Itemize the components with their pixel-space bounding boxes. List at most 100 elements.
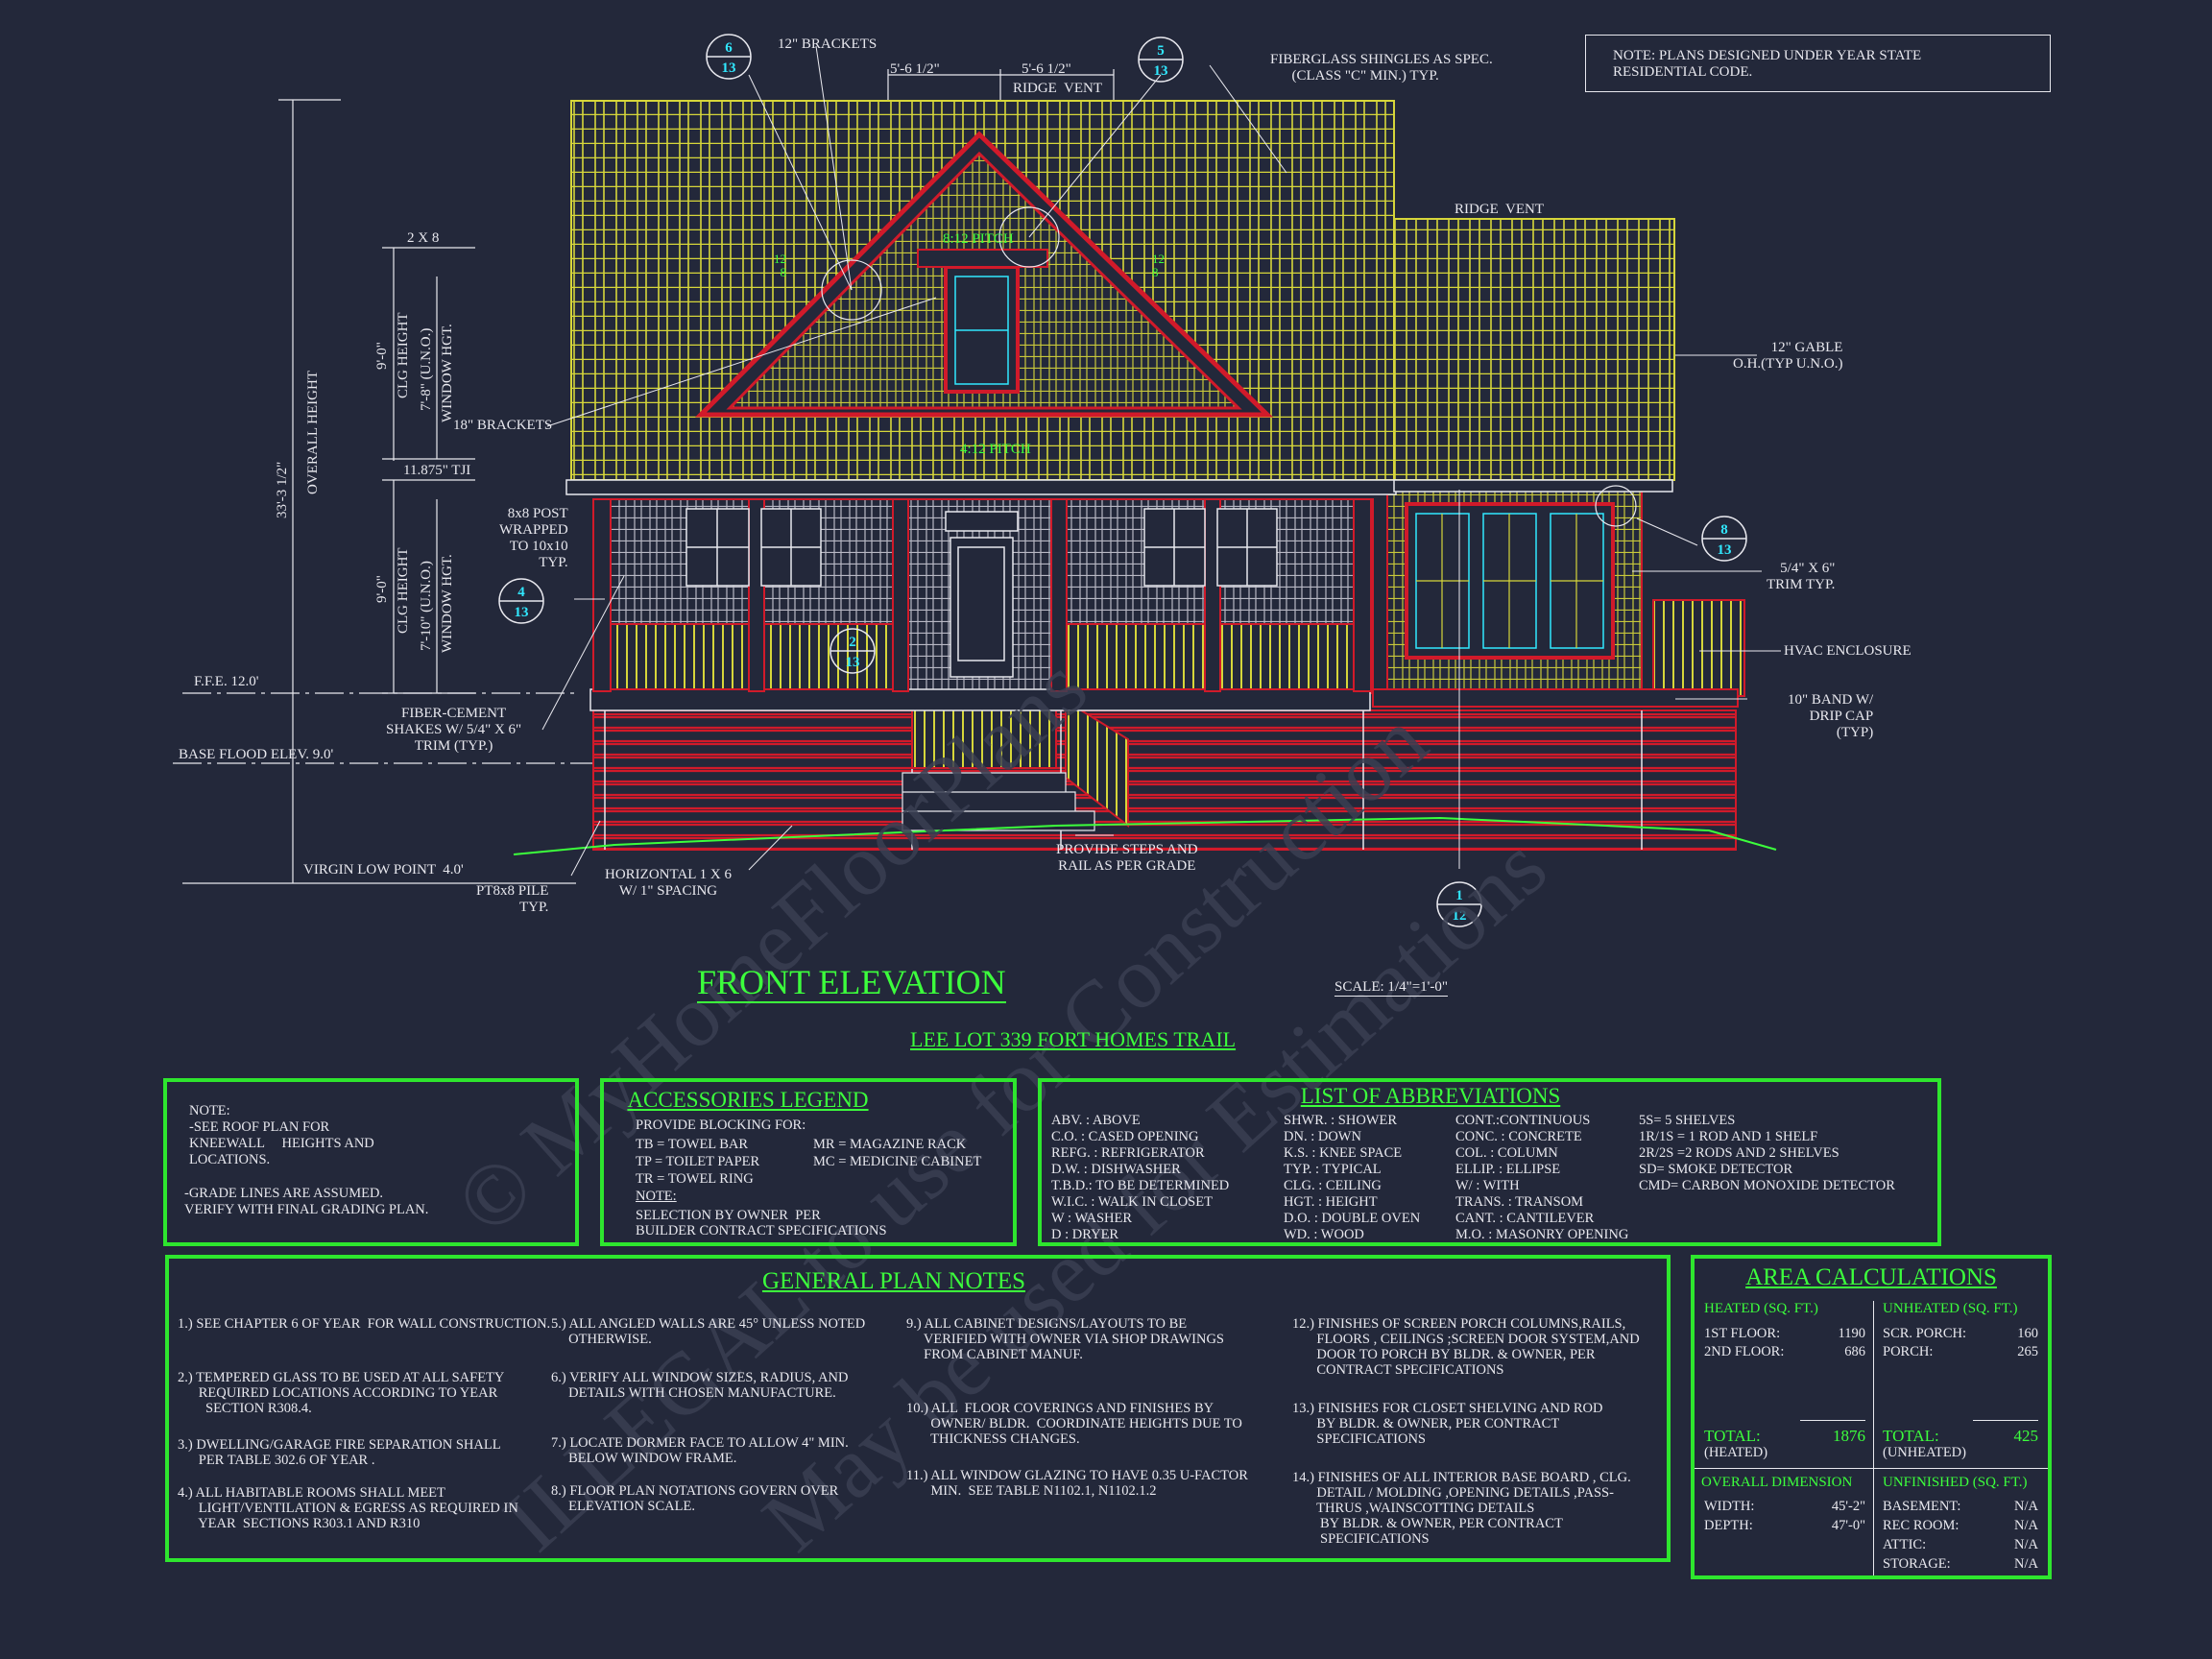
- abbreviation-item: REFG. : REFRIGERATOR: [1051, 1145, 1205, 1161]
- abbreviation-item: D.O. : DOUBLE OVEN: [1284, 1211, 1421, 1226]
- area-calculations-box: AREA CALCULATIONS HEATED (SQ. FT.) 1ST F…: [1691, 1255, 2052, 1579]
- pitch-8-12-label: 8:12 PITCH: [943, 231, 1014, 247]
- general-note-line: 12.) FINISHES OF SCREEN PORCH COLUMNS,RA…: [1292, 1316, 1626, 1332]
- steps-label: PROVIDE STEPS AND RAIL AS PER GRADE: [1056, 842, 1198, 874]
- abbreviation-item: CONC. : CONCRETE: [1455, 1129, 1582, 1144]
- heated-title: HEATED (SQ. FT.): [1704, 1301, 1818, 1316]
- accessories-note: BUILDER CONTRACT SPECIFICATIONS: [636, 1223, 887, 1238]
- win-hgt-upper: WINDOW HGT.: [440, 324, 455, 422]
- unfinished-label: STORAGE:: [1883, 1556, 1951, 1572]
- heated-label: 2ND FLOOR:: [1704, 1344, 1785, 1359]
- detail-bubble-labels: 6 13 5 13 8 13 4 13 2 13 1 12: [515, 40, 1732, 924]
- abbreviation-item: W/ : WITH: [1455, 1178, 1520, 1193]
- pile-label: PT8x8 PILE TYP.: [476, 883, 549, 915]
- abbreviation-item: TYP. : TYPICAL: [1284, 1162, 1382, 1177]
- general-note-line: 5.) ALL ANGLED WALLS ARE 45° UNLESS NOTE…: [551, 1316, 866, 1332]
- unheated-total: 425: [2013, 1427, 2039, 1445]
- abbreviation-item: CMD= CARBON MONOXIDE DETECTOR: [1639, 1178, 1895, 1193]
- brackets-18-label: 18" BRACKETS: [453, 418, 553, 433]
- general-note-line: BELOW WINDOW FRAME.: [551, 1451, 737, 1466]
- heated-total-label: TOTAL:: [1704, 1427, 1761, 1445]
- heated-value: 686: [1844, 1344, 1865, 1359]
- heated-sub: (HEATED): [1704, 1445, 1768, 1460]
- abbreviation-item: SD= SMOKE DETECTOR: [1639, 1162, 1793, 1177]
- band-label: 10" BAND W/ DRIP CAP (TYP): [1788, 692, 1874, 740]
- heated-value: 1190: [1838, 1326, 1865, 1341]
- general-note-line: THRUS ,WAINSCOTTING DETAILS: [1292, 1501, 1535, 1516]
- overall-title: OVERALL DIMENSION: [1701, 1475, 1853, 1490]
- heated-label: 1ST FLOOR:: [1704, 1326, 1781, 1341]
- abbreviation-item: W.I.C. : WALK IN CLOSET: [1051, 1194, 1213, 1210]
- scale-label: SCALE: 1/4"=1'-0": [1334, 979, 1448, 997]
- bubble-6-sheet: 13: [722, 60, 736, 76]
- virgin-low-label: VIRGIN LOW POINT 4.0': [303, 862, 464, 878]
- general-note-line: 14.) FINISHES OF ALL INTERIOR BASE BOARD…: [1292, 1470, 1631, 1485]
- abbreviation-item: SHWR. : SHOWER: [1284, 1113, 1398, 1128]
- accessory-item: MC = MEDICINE CABINET: [813, 1154, 982, 1169]
- unfinished-value: N/A: [2014, 1537, 2038, 1552]
- general-note-line: DOOR TO PORCH BY BLDR. & OWNER, PER: [1292, 1347, 1596, 1362]
- heated-sum-line: [1800, 1420, 1865, 1421]
- abbreviations-title: LIST OF ABBREVIATIONS: [1300, 1084, 1561, 1108]
- unheated-total-label: TOTAL:: [1883, 1427, 1939, 1445]
- front-gable: [694, 131, 1274, 418]
- pitch-small-left: 12 8: [774, 252, 786, 279]
- general-note-line: PER TABLE 302.6 OF YEAR .: [178, 1453, 375, 1468]
- overall-value: 47'-0": [1831, 1518, 1865, 1533]
- general-note-line: SPECIFICATIONS: [1292, 1531, 1430, 1547]
- bubble-5-num: 5: [1157, 43, 1165, 59]
- abbreviation-item: ELLIP. : ELLIPSE: [1455, 1162, 1561, 1177]
- general-note-line: CONTRACT SPECIFICATIONS: [1292, 1362, 1504, 1378]
- general-note-line: DETAILS WITH CHOSEN MANUFACTURE.: [551, 1385, 836, 1401]
- general-notes-box: GENERAL PLAN NOTES 1.) SEE CHAPTER 6 OF …: [165, 1255, 1671, 1562]
- abbreviation-item: TRANS. : TRANSOM: [1455, 1194, 1584, 1210]
- unfinished-label: BASEMENT:: [1883, 1499, 1961, 1514]
- abbreviation-item: D.W. : DISHWASHER: [1051, 1162, 1181, 1177]
- bubble-4-sheet: 13: [515, 605, 529, 620]
- unfinished-title: UNFINISHED (SQ. FT.): [1883, 1475, 2028, 1490]
- bubble-2-sheet: 13: [846, 655, 860, 670]
- general-notes-title: GENERAL PLAN NOTES: [761, 1268, 1026, 1294]
- general-note-line: OWNER/ BLDR. COORDINATE HEIGHTS DUE TO: [906, 1416, 1242, 1431]
- pitch-4-12-label: 4:12 PITCH: [960, 442, 1031, 457]
- bubble-2-num: 2: [849, 635, 856, 650]
- abbreviation-item: K.S. : KNEE SPACE: [1284, 1145, 1403, 1161]
- accessory-item: TP = TOILET PAPER: [636, 1154, 760, 1169]
- abbreviation-item: ABV. : ABOVE: [1051, 1113, 1141, 1128]
- right-wing-windows: [1405, 502, 1615, 660]
- bubble-1-sheet: 12: [1453, 908, 1467, 924]
- general-note-line: 11.) ALL WINDOW GLAZING TO HAVE 0.35 U-F…: [906, 1468, 1248, 1483]
- general-note-line: THICKNESS CHANGES.: [906, 1431, 1080, 1447]
- unfinished-value: N/A: [2014, 1499, 2038, 1514]
- general-note-line: OTHERWISE.: [551, 1332, 652, 1347]
- porch-posts: [592, 498, 1372, 692]
- general-note-line: BY BLDR. & OWNER, PER CONTRACT: [1292, 1516, 1563, 1531]
- accessory-item: TB = TOWEL BAR: [636, 1137, 749, 1152]
- bubble-8-sheet: 13: [1718, 542, 1732, 558]
- abbreviation-item: 1R/1S = 1 ROD AND 1 SHELF: [1639, 1129, 1818, 1144]
- fiber-cement-label: FIBER-CEMENT SHAKES W/ 5/4" X 6" TRIM (T…: [386, 706, 522, 754]
- clg-dim-upper: 9'-0": [374, 342, 390, 370]
- win-hgt-lower: WINDOW HGT.: [440, 554, 455, 653]
- bubble-4-num: 4: [517, 585, 525, 600]
- bubble-8-num: 8: [1720, 522, 1728, 538]
- detail-circles: [821, 206, 1637, 527]
- tji-label: 11.875" TJI: [403, 463, 471, 478]
- general-note-line: 10.) ALL FLOOR COVERINGS AND FINISHES BY: [906, 1401, 1214, 1416]
- accessories-legend-box: ACCESSORIES LEGEND PROVIDE BLOCKING FOR:…: [600, 1078, 1017, 1246]
- general-note-line: 13.) FINISHES FOR CLOSET SHELVING AND RO…: [1292, 1401, 1603, 1416]
- shingles-label: FIBERGLASS SHINGLES AS SPEC. (CLASS "C" …: [1270, 52, 1493, 84]
- general-note-line: 4.) ALL HABITABLE ROOMS SHALL MEET: [178, 1485, 445, 1501]
- code-note-box: NOTE: PLANS DESIGNED UNDER YEAR STATE RE…: [1585, 35, 2051, 92]
- general-note-line: BY BLDR. & OWNER, PER CONTRACT: [1292, 1416, 1560, 1431]
- accessories-note-label: NOTE:: [636, 1189, 677, 1204]
- bubble-6-num: 6: [725, 40, 733, 56]
- unfinished-label: REC ROOM:: [1883, 1518, 1960, 1533]
- overall-label: DEPTH:: [1704, 1518, 1753, 1533]
- note-line: -GRADE LINES ARE ASSUMED.: [184, 1186, 384, 1201]
- unfinished-value: N/A: [2014, 1518, 2038, 1533]
- note-line: KNEEWALL HEIGHTS AND: [189, 1136, 374, 1151]
- abbreviation-item: DN. : DOWN: [1284, 1129, 1361, 1144]
- general-note-line: 7.) LOCATE DORMER FACE TO ALLOW 4" MIN.: [551, 1435, 849, 1451]
